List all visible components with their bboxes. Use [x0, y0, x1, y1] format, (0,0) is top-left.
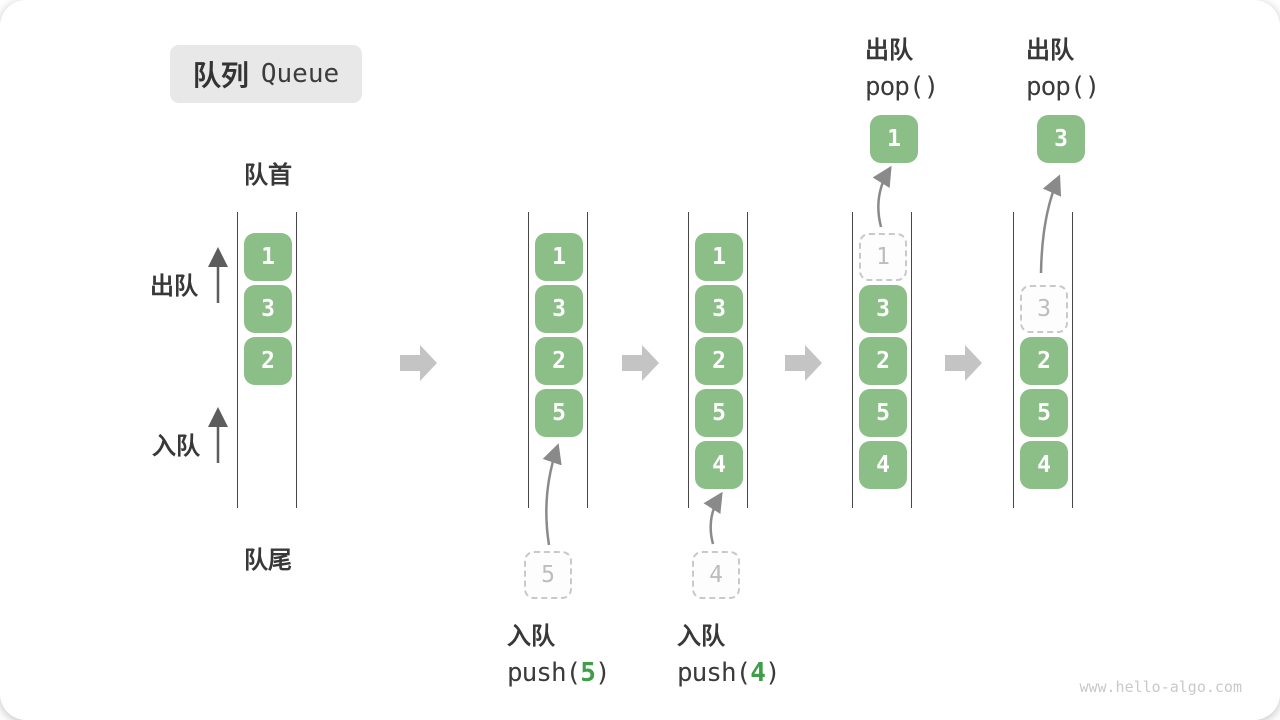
queue-channel-4 — [852, 212, 912, 508]
op-code: pop() — [865, 72, 939, 102]
step-arrow-icon — [622, 345, 659, 381]
op-code-post: ) — [764, 658, 781, 688]
op-zh: 出队 — [1026, 37, 1074, 64]
queue-channel-5 — [1013, 212, 1073, 508]
op-code-pre: push( — [507, 658, 581, 688]
label-queue-rear: 队尾 — [244, 547, 292, 574]
incoming-ghost-cell: 4 — [692, 551, 740, 599]
queue-cell: 3 — [695, 285, 743, 333]
queue-cell: 2 — [244, 337, 292, 385]
step-arrow-icon — [945, 345, 982, 381]
title-badge: 队列 Queue — [170, 45, 362, 103]
queue-cell: 3 — [859, 285, 907, 333]
op-zh: 出队 — [865, 37, 913, 64]
op-code-arg: 5 — [580, 658, 596, 688]
op-label-pop1: 出队 pop() — [865, 30, 939, 102]
op-code-pre: push( — [677, 658, 751, 688]
queue-cell: 5 — [1020, 389, 1068, 437]
queue-cell: 4 — [695, 441, 743, 489]
queue-cell: 2 — [535, 337, 583, 385]
op-code: pop() — [1026, 72, 1100, 102]
step-arrow-icon — [400, 345, 437, 381]
queue-cell: 2 — [695, 337, 743, 385]
op-zh: 入队 — [677, 623, 725, 650]
op-code-post: ) — [594, 658, 611, 688]
title-en: Queue — [260, 59, 340, 89]
queue-cell: 5 — [535, 389, 583, 437]
queue-cell: 1 — [535, 233, 583, 281]
op-label-pop3: 出队 pop() — [1026, 30, 1100, 102]
label-queue-front: 队首 — [244, 162, 292, 189]
label-enqueue-side: 入队 — [152, 433, 200, 460]
queue-cell: 1 — [244, 233, 292, 281]
label-dequeue-side: 出队 — [150, 273, 198, 300]
queue-cell: 3 — [244, 285, 292, 333]
step-arrow-icon — [785, 345, 822, 381]
popped-cell: 1 — [870, 115, 918, 163]
queue-cell: 2 — [1020, 337, 1068, 385]
title-zh: 队列 — [192, 60, 249, 91]
op-code: push(4) — [677, 658, 781, 688]
removed-ghost-cell: 1 — [859, 233, 907, 281]
op-label-push5: 入队 push(5) — [507, 616, 611, 688]
queue-cell: 4 — [1020, 441, 1068, 489]
queue-channel-3 — [688, 212, 748, 508]
removed-ghost-cell: 3 — [1020, 285, 1068, 333]
queue-channel-2 — [528, 212, 588, 508]
op-code: push(5) — [507, 658, 611, 688]
queue-cell: 5 — [859, 389, 907, 437]
op-code-arg: 4 — [750, 658, 766, 688]
queue-cell: 4 — [859, 441, 907, 489]
op-zh: 入队 — [507, 623, 555, 650]
queue-cell: 3 — [535, 285, 583, 333]
popped-cell: 3 — [1037, 115, 1085, 163]
op-label-push4: 入队 push(4) — [677, 616, 781, 688]
queue-cell: 5 — [695, 389, 743, 437]
incoming-ghost-cell: 5 — [524, 551, 572, 599]
queue-cell: 2 — [859, 337, 907, 385]
queue-channel-1 — [237, 212, 297, 508]
watermark: www.hello-algo.com — [1079, 678, 1242, 696]
queue-cell: 1 — [695, 233, 743, 281]
